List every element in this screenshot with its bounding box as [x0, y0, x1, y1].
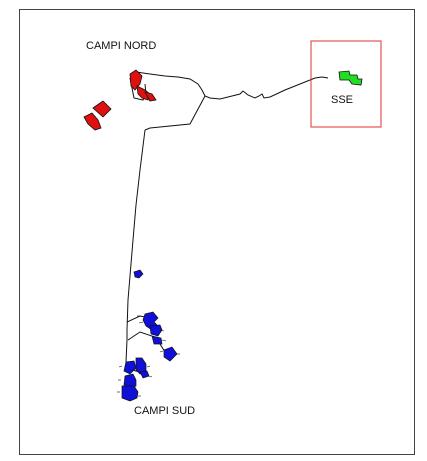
south-field-10 — [139, 370, 150, 379]
north-field-1 — [129, 69, 143, 91]
south-field-3 — [149, 324, 163, 337]
south-solar-fields — [121, 269, 178, 402]
north-field-2 — [136, 85, 151, 101]
cable-trunk — [125, 129, 146, 363]
south-field-8 — [123, 373, 137, 389]
north-fields-label: CAMPI NORD — [86, 40, 156, 52]
south-field-1 — [133, 269, 144, 279]
south-field-9 — [121, 385, 139, 402]
north-field-4 — [92, 100, 112, 118]
north-solar-fields — [83, 69, 157, 131]
substation-box — [310, 40, 382, 128]
substation-icon — [338, 70, 363, 86]
substation-label: SSE — [331, 94, 353, 106]
cable-branch-loop — [144, 95, 206, 131]
substation-area: SSE — [310, 40, 382, 128]
main-cable-line — [135, 71, 329, 100]
south-field-5 — [163, 346, 178, 362]
south-field-7 — [123, 360, 137, 375]
north-field-3 — [144, 91, 157, 102]
map-frame — [19, 9, 415, 455]
south-field-hatches — [117, 315, 180, 397]
north-field-5 — [83, 112, 102, 131]
south-field-4 — [151, 335, 163, 345]
south-fields-label: CAMPI SUD — [134, 405, 195, 417]
